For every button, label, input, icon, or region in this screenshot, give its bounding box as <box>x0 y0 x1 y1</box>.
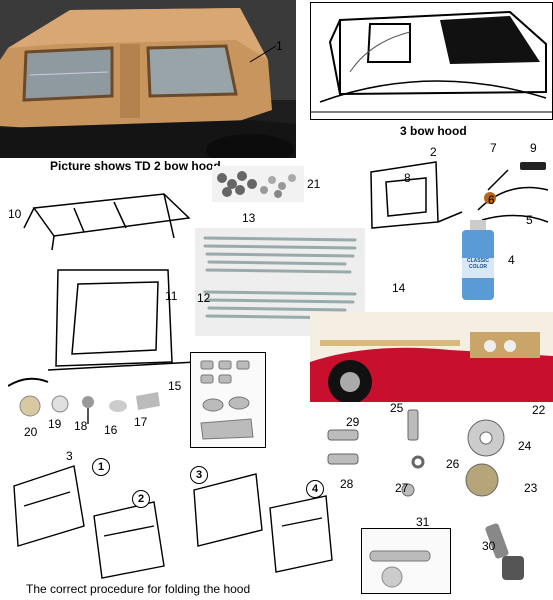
part-number-13: 13 <box>242 211 256 225</box>
part-number-29: 29 <box>346 415 360 429</box>
td-hood-photo <box>0 0 296 158</box>
part-number-2: 2 <box>430 145 437 159</box>
part-number-27: 27 <box>395 481 409 495</box>
chrome-strips-photo <box>195 228 365 336</box>
part-number-25: 25 <box>390 401 404 415</box>
pin-inset <box>361 528 451 594</box>
part-number-22: 22 <box>532 403 546 417</box>
socket-drawing <box>476 518 540 588</box>
fold-step-3: 3 <box>190 466 208 484</box>
part-number-18: 18 <box>74 419 88 433</box>
fasteners-drawing <box>8 372 178 428</box>
fold-step-2: 2 <box>132 490 150 508</box>
pillar-bracket-drawing <box>468 150 552 230</box>
studs-drawing <box>326 400 526 500</box>
part-number-21: 21 <box>307 177 321 191</box>
td-photo-caption: Picture shows TD 2 bow hood <box>50 159 221 173</box>
part-number-14: 14 <box>392 281 406 295</box>
car-photo <box>310 312 553 402</box>
spray-can-label: CLASSIC COLOR <box>467 258 489 270</box>
part-number-24: 24 <box>518 439 532 453</box>
three-bow-hood-drawing <box>310 2 553 120</box>
part-number-10: 10 <box>8 207 22 221</box>
part-number-8: 8 <box>404 171 411 185</box>
side-frame-drawing <box>366 152 466 232</box>
part-number-6: 6 <box>488 193 495 207</box>
part-number-5: 5 <box>526 213 533 227</box>
fold-step-4: 4 <box>306 480 324 498</box>
clips-photo <box>212 166 304 202</box>
fold-step-1: 1 <box>92 458 110 476</box>
part-number-30: 30 <box>482 539 496 553</box>
part-number-19: 19 <box>48 417 62 431</box>
part-number-31: 31 <box>416 515 430 529</box>
part-number-26: 26 <box>446 457 460 471</box>
part-number-15: 15 <box>168 379 182 393</box>
hood-frame-drawing <box>14 188 194 254</box>
fold-step-sketch-a <box>4 446 174 580</box>
leader-line <box>249 45 277 63</box>
part-number-7: 7 <box>490 141 497 155</box>
part-number-16: 16 <box>104 423 118 437</box>
part-number-17: 17 <box>134 415 148 429</box>
part-number-20: 20 <box>24 425 38 439</box>
part-number-11: 11 <box>165 289 178 303</box>
folding-caption: The correct procedure for folding the ho… <box>26 582 251 596</box>
side-screen-drawing <box>48 266 196 378</box>
part-number-4: 4 <box>508 253 515 267</box>
fold-step-sketch-b <box>186 460 336 578</box>
part-number-3: 3 <box>66 449 73 463</box>
part-number-28: 28 <box>340 477 354 491</box>
part-number-23: 23 <box>524 481 538 495</box>
spray-can-photo <box>456 218 500 302</box>
part-number-12: 12 <box>197 291 211 305</box>
part-number-1: 1 <box>276 39 283 53</box>
lift-the-dot-inset <box>190 352 266 448</box>
three-bow-caption: 3 bow hood <box>400 124 467 138</box>
part-number-9: 9 <box>530 141 537 155</box>
